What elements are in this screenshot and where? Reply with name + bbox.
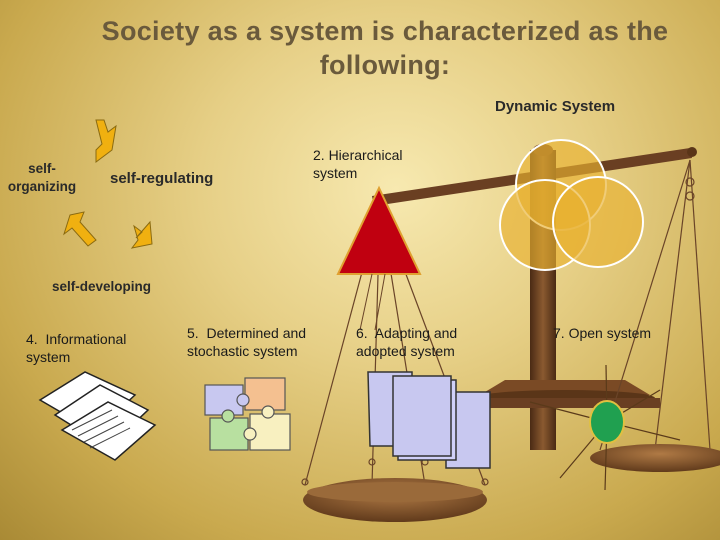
label-open-system: 7. Open system bbox=[553, 325, 652, 341]
puzzle-icon bbox=[204, 377, 291, 451]
dynamic-circles bbox=[499, 139, 644, 271]
open-system-icon bbox=[529, 364, 681, 491]
hierarchy-triangle bbox=[336, 185, 422, 275]
label-self-organizing: self- organizing bbox=[7, 161, 77, 194]
adapting-docs-icon bbox=[367, 371, 491, 469]
label-hierarchical: 2. Hierarchical system bbox=[313, 147, 403, 181]
label-adapting: 6. Adapting and adopted system bbox=[356, 325, 458, 359]
label-self-regulating: self-regulating bbox=[110, 170, 214, 187]
slide-title: Society as a system is characterized as … bbox=[101, 16, 669, 80]
right-scale-pan bbox=[590, 444, 720, 472]
cycle-arrows bbox=[63, 119, 153, 249]
scale-beam-end bbox=[687, 147, 697, 157]
label-informational: 4. Informational system bbox=[26, 331, 127, 365]
label-determined: 5. Determined and stochastic system bbox=[187, 325, 307, 359]
documents-icon bbox=[38, 371, 157, 461]
label-self-developing: self-developing bbox=[52, 279, 152, 294]
label-dynamic-system: Dynamic System bbox=[495, 98, 616, 115]
